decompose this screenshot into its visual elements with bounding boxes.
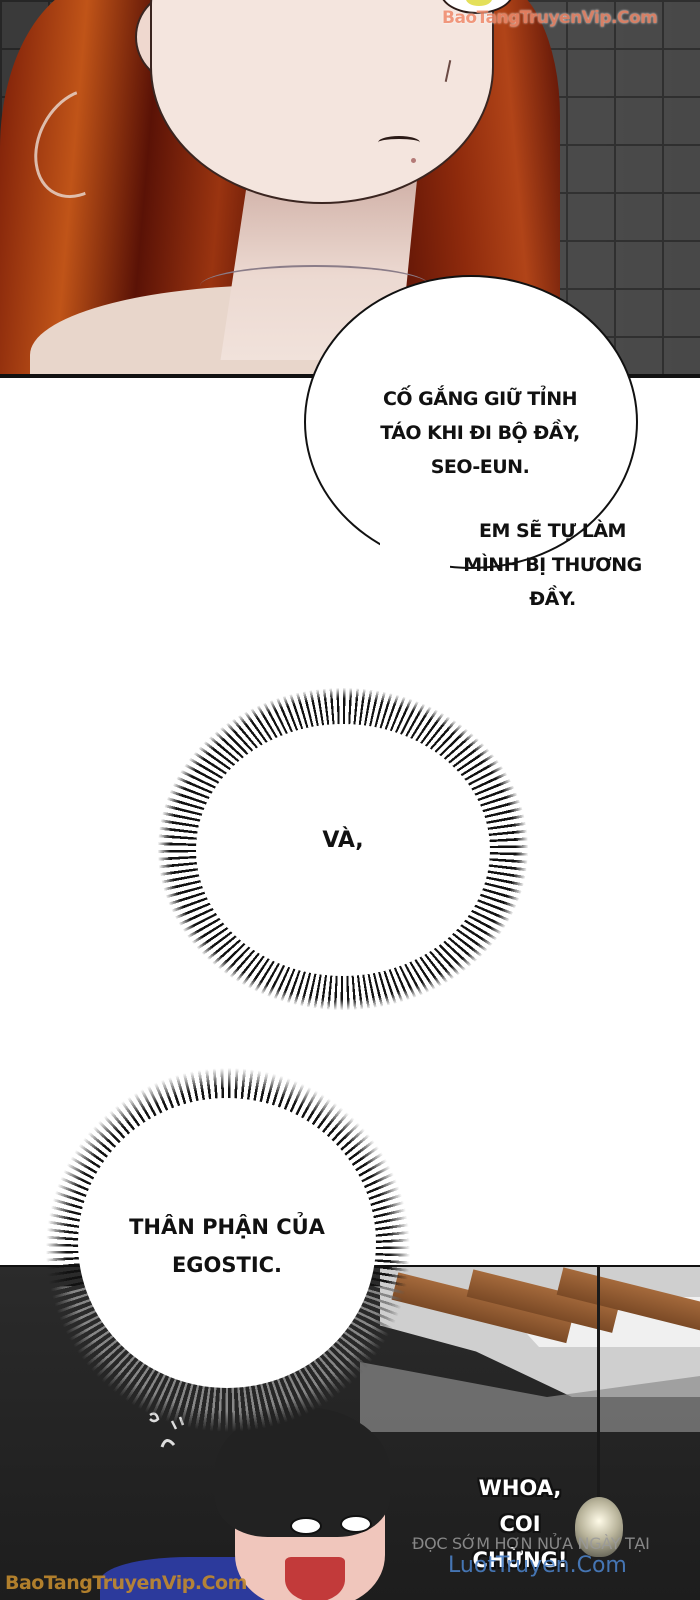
girl-mouth xyxy=(378,136,420,149)
shout-line: COI xyxy=(499,1512,541,1536)
speech-line: ĐẦY. xyxy=(529,588,576,610)
speech-line: EM SẼ TỰ LÀM xyxy=(479,520,626,542)
girl-mole xyxy=(411,158,416,163)
speech-continuation-text: EM SẼ TỰ LÀM MÌNH BỊ THƯƠNG ĐẦY. xyxy=(435,514,670,616)
burst-bubble-text: VÀ, xyxy=(322,828,364,853)
speech-bubble xyxy=(304,275,638,569)
speech-bubble-opening xyxy=(380,520,450,570)
watermark-bottom: BaoTangTruyenVip.Com xyxy=(5,1572,247,1594)
pendant-cord xyxy=(597,1267,600,1507)
promo-site-link[interactable]: LuotTruyen.Com xyxy=(448,1553,627,1578)
speech-line: CỐ GẮNG GIỮ TỈNH xyxy=(382,388,578,410)
shout-text: WHOA, COI CHỪNG! xyxy=(440,1470,600,1578)
boy-eye-left xyxy=(290,1517,322,1535)
boy-eye-right xyxy=(340,1515,372,1533)
burst-bubble xyxy=(78,1098,376,1388)
pendant-lamp xyxy=(575,1497,623,1557)
boy-mouth xyxy=(285,1557,345,1600)
speech-line: SEO-EUN. xyxy=(430,456,530,478)
shout-line: CHỪNG! xyxy=(472,1548,568,1572)
speech-line: MÌNH BỊ THƯƠNG xyxy=(463,554,642,576)
girl-collar xyxy=(200,265,430,307)
burst-line: THÂN PHẬN CỦA xyxy=(129,1215,325,1239)
watermark-top: BaoTangTruyenVip.Com xyxy=(442,8,658,28)
panel-top-girl xyxy=(0,0,700,377)
speech-line: TÁO KHI ĐI BỘ ĐẦY, xyxy=(380,422,580,444)
shout-line: WHOA, xyxy=(478,1476,562,1500)
burst-bubble xyxy=(196,724,490,976)
girl-iris xyxy=(466,0,492,6)
speech-bubble-text: CỐ GẮNG GIỮ TỈNH TÁO KHI ĐI BỘ ĐẦY, SEO-… xyxy=(330,382,630,484)
promo-text: ĐỌC SỚM HƠN NỬA NGÀY TẠI xyxy=(412,1534,650,1553)
burst-line: EGOSTIC. xyxy=(171,1253,283,1277)
burst-bubble-text: THÂN PHẬN CỦA EGOSTIC. xyxy=(78,1208,376,1284)
